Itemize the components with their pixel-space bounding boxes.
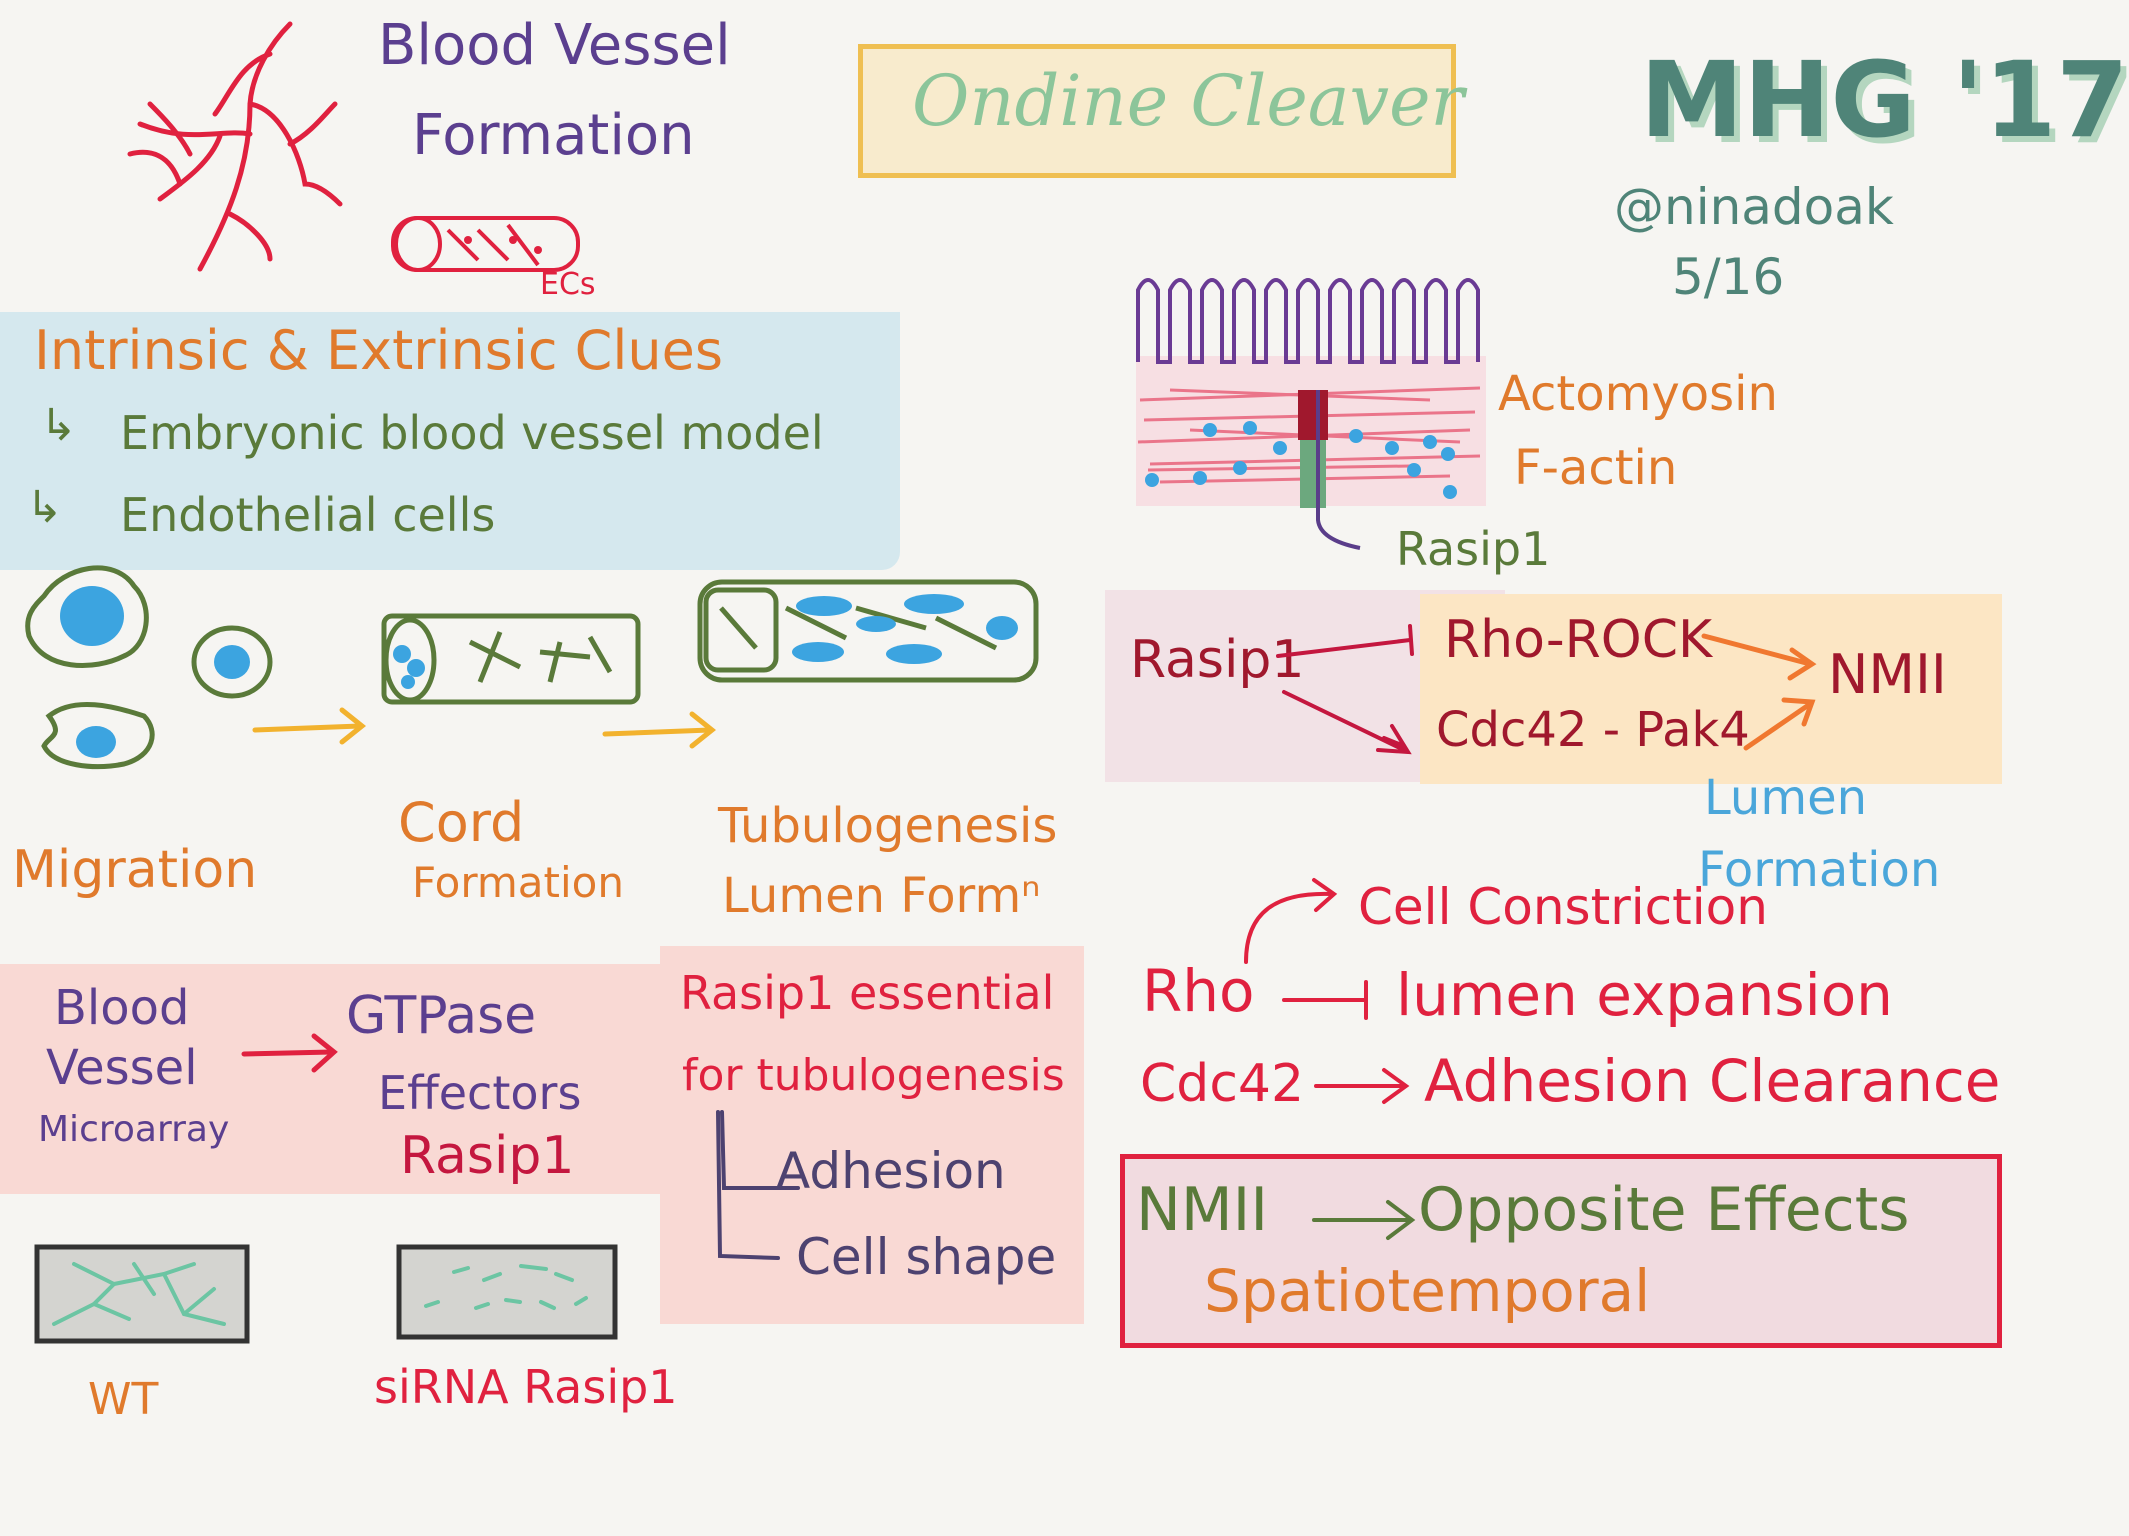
- pathway-arrows-icon: [1276, 624, 1414, 755]
- arrow-right-icon: [1312, 1200, 1416, 1240]
- wt-label: WT: [88, 1374, 159, 1425]
- pathway-target-1: Rho-ROCK: [1444, 610, 1713, 670]
- tube-cylinder-icon: [697, 579, 1039, 683]
- blood-vessel-tree-icon: [127, 21, 343, 272]
- gtpase-label: GTPase: [346, 986, 537, 1046]
- tree-bracket-icon: [716, 1110, 800, 1260]
- cell-cross-section-icon: [1136, 278, 1486, 550]
- cell-constriction-label: Cell Constriction: [1358, 878, 1768, 936]
- stage-arrow-icon: [252, 707, 367, 745]
- rasip1-cell-label: Rasip1: [1396, 522, 1551, 576]
- stage-lumen: Lumen Formⁿ: [722, 868, 1041, 924]
- stage-cord-formation: Formation: [412, 858, 624, 907]
- clues-item-2: Endothelial cells: [120, 488, 496, 542]
- microarray-line-3: Microarray: [38, 1109, 230, 1150]
- header-line-2: Formation: [412, 103, 695, 168]
- rho-arrows-icon: [1244, 878, 1368, 1020]
- summary-lhs: NMII: [1136, 1175, 1269, 1245]
- summary-box: [1120, 1154, 2002, 1348]
- arrow-right-icon: [1314, 1068, 1410, 1104]
- pathway-effector: NMII: [1828, 643, 1947, 706]
- summary-rhs: Opposite Effects: [1418, 1175, 1910, 1245]
- microarray-line-1: Blood: [54, 980, 190, 1036]
- clues-panel: [0, 312, 900, 570]
- vessel-cylinder-icon: [391, 216, 580, 272]
- adhesion-clearance-label: Adhesion Clearance: [1424, 1047, 2001, 1115]
- ec-label: ECs: [540, 267, 596, 302]
- factin-label: F-actin: [1514, 440, 1678, 496]
- lumen-formation-label: Formation: [1698, 842, 1941, 898]
- event-tag: MHG '17: [1640, 39, 2129, 161]
- pathway-target-2: Cdc42 - Pak4: [1436, 702, 1750, 758]
- effectors-label: Effectors: [378, 1066, 582, 1120]
- cord-cylinder-icon: [381, 613, 641, 705]
- stage-cord: Cord: [398, 791, 525, 854]
- arrow-right-icon: [241, 1033, 338, 1073]
- author-handle: @ninadoak: [1614, 178, 1894, 236]
- stage-migration: Migration: [12, 840, 258, 900]
- sirna-panel-image: [396, 1244, 618, 1340]
- lumen-label: Lumen: [1704, 770, 1868, 826]
- essential-line-1: Rasip1 essential: [680, 966, 1055, 1020]
- essential-item-cell-shape: Cell shape: [796, 1228, 1057, 1286]
- rho-label: Rho: [1142, 957, 1255, 1025]
- cdc42-label: Cdc42: [1140, 1054, 1305, 1114]
- summary-line-2: Spatiotemporal: [1204, 1257, 1651, 1325]
- essential-item-adhesion: Adhesion: [776, 1142, 1006, 1200]
- clues-arrow-icon: ↳: [26, 482, 63, 533]
- sirna-label: siRNA Rasip1: [374, 1360, 678, 1414]
- wt-panel-image: [34, 1244, 250, 1344]
- stage-tubulogenesis: Tubulogenesis: [718, 798, 1058, 854]
- rasip1-label: Rasip1: [400, 1126, 575, 1186]
- migrating-cells-icon: [25, 565, 273, 770]
- actomyosin-label: Actomyosin: [1498, 366, 1778, 422]
- essential-panel: [660, 946, 1084, 1324]
- stage-arrow-icon: [602, 711, 717, 749]
- pathway-source: Rasip1: [1130, 630, 1305, 690]
- clues-arrow-icon: ↳: [40, 400, 77, 451]
- clues-heading: Intrinsic & Extrinsic Clues: [34, 319, 723, 382]
- pathway-effector-arrows-icon: [1701, 633, 1817, 751]
- microarray-line-2: Vessel: [46, 1040, 198, 1096]
- lumen-expansion-label: lumen expansion: [1396, 961, 1893, 1029]
- pathway-highlight: [1420, 594, 2002, 784]
- sketch-date: 5/16: [1672, 248, 1785, 306]
- page-title: Ondine Cleaver: [912, 60, 1464, 142]
- essential-line-2: for tubulogenesis: [682, 1050, 1065, 1101]
- title-box: [858, 44, 1456, 178]
- header-line-1: Blood Vessel: [378, 13, 731, 78]
- microarray-panel: [0, 964, 690, 1194]
- clues-item-1: Embryonic blood vessel model: [120, 406, 824, 460]
